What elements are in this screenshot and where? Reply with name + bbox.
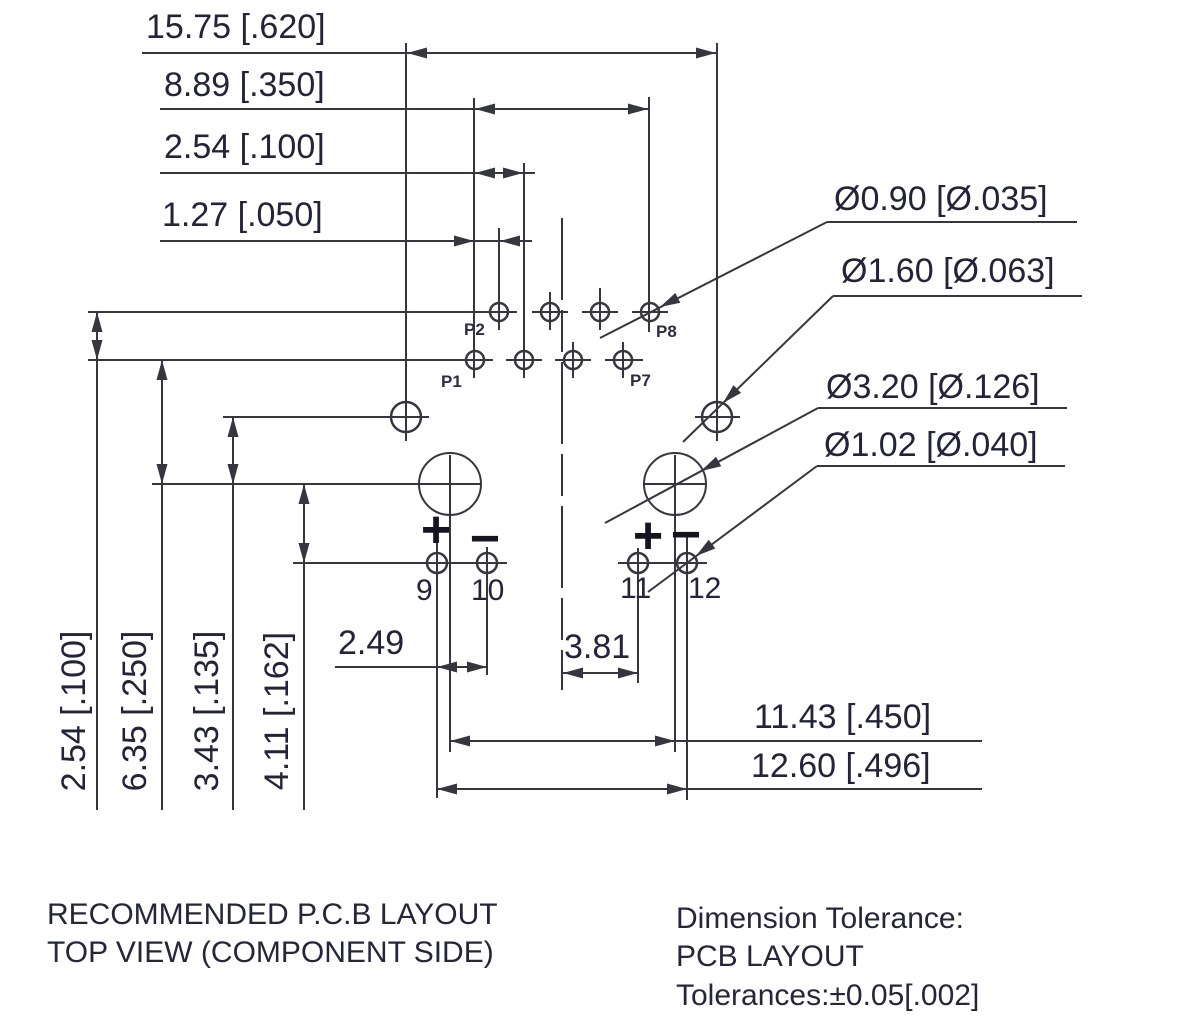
dim-label-1-27: 1.27 [.050]: [162, 196, 323, 234]
dim-label-6-35: 6.35 [.250]: [116, 630, 154, 792]
dim-label-3-81: 3.81: [564, 628, 631, 666]
dim-label-8-89: 8.89 [.350]: [164, 66, 325, 104]
dim-label-3-43: 3.43 [.135]: [188, 630, 226, 792]
caption-top-view: TOP VIEW (COMPONENT SIDE): [47, 936, 494, 969]
polarity-plus-right: +: [632, 507, 664, 565]
dim-label-2-49: 2.49: [338, 624, 405, 662]
caption-tolerance-value: Tolerances:±0.05[.002]: [676, 979, 980, 1012]
polarity-plus-left: +: [420, 501, 452, 559]
dim-label-2-54-left: 2.54 [.100]: [55, 630, 93, 792]
pin-label-p7: P7: [630, 371, 651, 390]
dim-label-15-75: 15.75 [.620]: [146, 8, 326, 46]
pin-label-p1: P1: [441, 372, 462, 391]
dimension-lines-horizontal: [142, 52, 1082, 790]
dimension-arrows: [91, 47, 742, 795]
pad-label-11: 11: [620, 572, 652, 605]
dim-label-dia-1-02: Ø1.02 [Ø.040]: [824, 426, 1038, 464]
polarity-minus-right: −: [670, 506, 702, 564]
extension-lines-vertical: [96, 43, 718, 810]
dim-label-4-11: 4.11 [.162]: [258, 631, 296, 791]
pad-label-9: 9: [416, 574, 433, 607]
polarity-minus-left: −: [469, 510, 501, 568]
dim-label-11-43: 11.43 [.450]: [754, 698, 932, 736]
pin-label-p8: P8: [656, 322, 677, 341]
dim-label-dia-0-90: Ø0.90 [Ø.035]: [834, 180, 1048, 218]
dim-label-2-54-top: 2.54 [.100]: [164, 128, 325, 166]
dim-label-dia-1-60: Ø1.60 [Ø.063]: [841, 252, 1055, 290]
pin-holes: [389, 301, 734, 575]
caption-pcb-layout: PCB LAYOUT: [676, 940, 864, 973]
pad-label-12: 12: [688, 572, 722, 605]
pin-label-p2: P2: [464, 320, 485, 339]
caption-recommended-layout: RECOMMENDED P.C.B LAYOUT: [47, 898, 498, 931]
mounting-holes: [418, 452, 707, 516]
dim-label-dia-3-20: Ø3.20 [Ø.126]: [826, 368, 1040, 406]
pad-label-10: 10: [471, 574, 505, 607]
dim-label-12-60: 12.60 [.496]: [751, 747, 931, 785]
caption-dimension-tolerance: Dimension Tolerance:: [676, 902, 964, 935]
